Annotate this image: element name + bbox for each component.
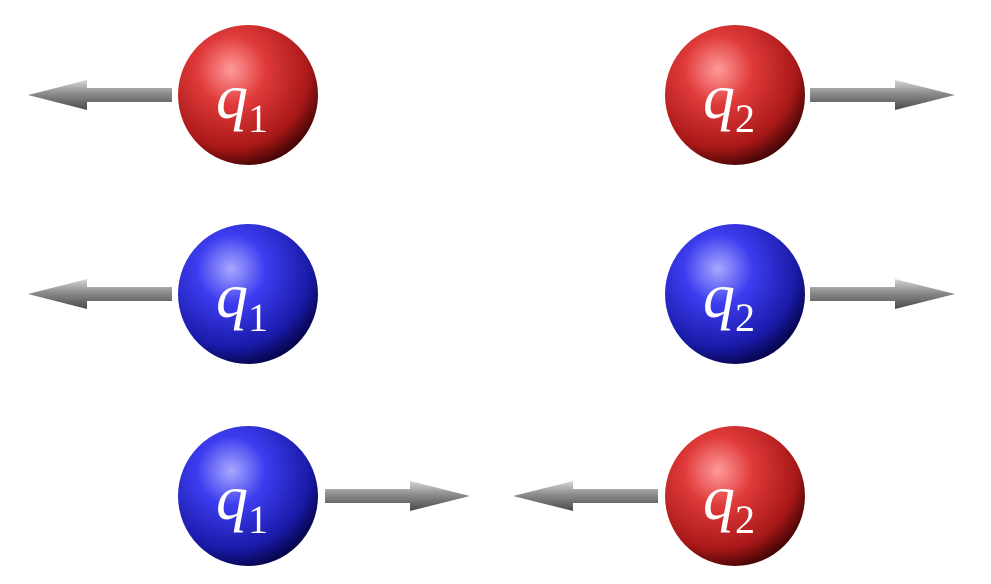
charge-q2-positive: q2: [665, 426, 805, 566]
charge-sphere: [665, 224, 805, 364]
force-arrow-right-icon: [810, 279, 955, 309]
charge-label: q1: [216, 260, 268, 340]
force-arrow-right-icon: [810, 80, 955, 110]
charge-symbol: q: [216, 61, 248, 132]
charge-symbol: q: [216, 462, 248, 533]
charge-symbol: q: [703, 61, 735, 132]
charge-symbol: q: [703, 260, 735, 331]
charge-label: q2: [703, 61, 755, 141]
charge-sphere: [178, 224, 318, 364]
row-2: q1 q2: [28, 224, 955, 364]
charge-q1-positive: q1: [178, 25, 318, 165]
charge-subscript: 2: [735, 497, 755, 542]
charge-subscript: 1: [248, 497, 268, 542]
force-arrow-right-icon: [325, 481, 470, 511]
force-arrow-left-icon: [28, 80, 172, 110]
charge-q1-negative: q1: [178, 224, 318, 364]
force-arrow-left-icon: [513, 481, 658, 511]
charge-label: q1: [216, 61, 268, 141]
charge-sphere: [178, 25, 318, 165]
charge-label: q2: [703, 462, 755, 542]
charge-symbol: q: [703, 462, 735, 533]
row-1: q1 q2: [28, 25, 955, 165]
charge-subscript: 1: [248, 96, 268, 141]
charge-subscript: 2: [735, 96, 755, 141]
charge-subscript: 2: [735, 295, 755, 340]
charge-q2-positive: q2: [665, 25, 805, 165]
charge-sphere: [178, 426, 318, 566]
charge-label: q2: [703, 260, 755, 340]
row-3: q1 q2: [178, 426, 805, 566]
charge-sphere: [665, 426, 805, 566]
charge-sphere: [665, 25, 805, 165]
charge-q1-negative: q1: [178, 426, 318, 566]
charge-subscript: 1: [248, 295, 268, 340]
charge-q2-negative: q2: [665, 224, 805, 364]
force-arrow-left-icon: [28, 279, 172, 309]
charge-symbol: q: [216, 260, 248, 331]
charge-label: q1: [216, 462, 268, 542]
